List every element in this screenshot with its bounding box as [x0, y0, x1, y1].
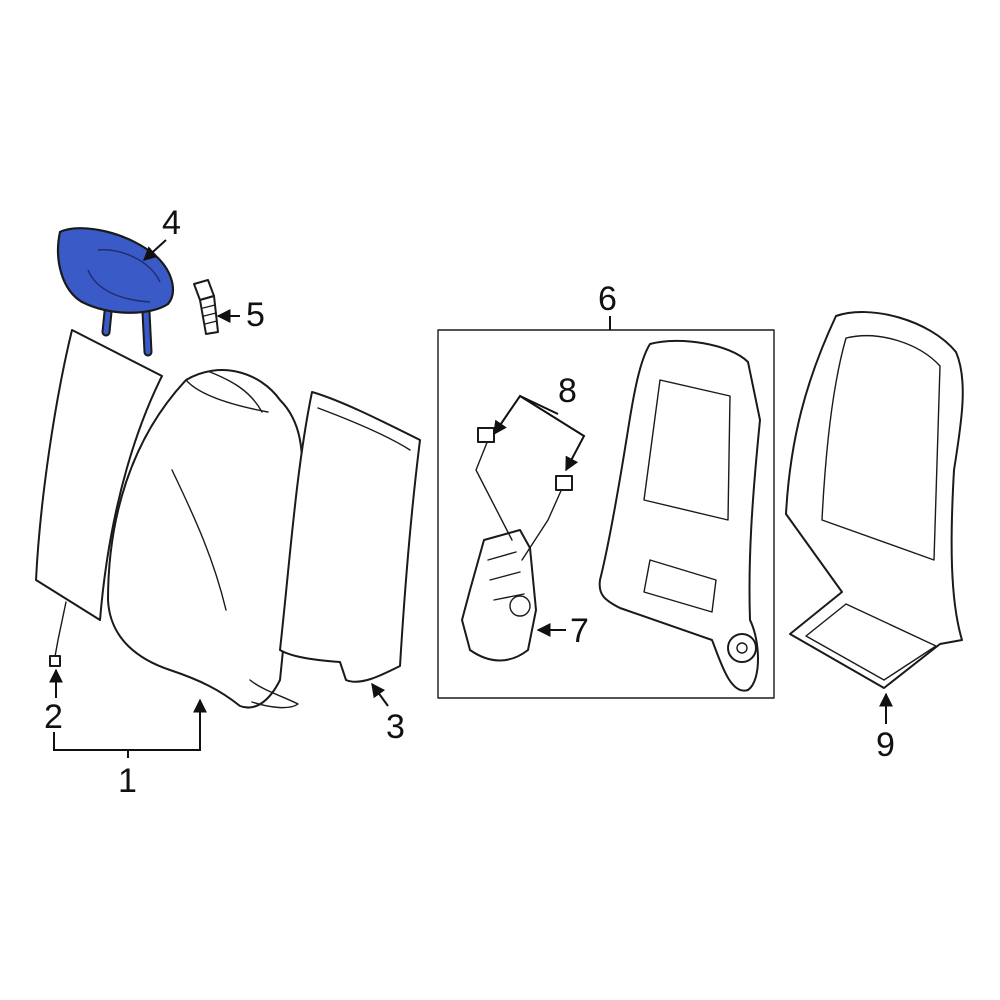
- recliner-mechanism-part[interactable]: [461, 529, 537, 662]
- callout-5: 5: [246, 296, 265, 334]
- cable-part[interactable]: [475, 427, 573, 561]
- seat-frame-group-box: [437, 329, 775, 699]
- callout-3: 3: [386, 708, 405, 746]
- backrest-pad-part[interactable]: [279, 391, 421, 683]
- seat-back-assembly-part[interactable]: [107, 369, 304, 709]
- back-panel-part[interactable]: [35, 329, 163, 667]
- seat-frame-part[interactable]: [598, 339, 761, 692]
- callout-9: 9: [876, 726, 895, 764]
- seat-back-shell-part[interactable]: [785, 311, 964, 689]
- callout-2: 2: [44, 698, 63, 736]
- callout-8: 8: [558, 372, 577, 410]
- bolt-part[interactable]: [193, 279, 219, 335]
- callout-1: 1: [118, 762, 137, 800]
- callout-6: 6: [598, 280, 617, 318]
- callout-4: 4: [162, 204, 181, 242]
- callout-7: 7: [570, 612, 589, 650]
